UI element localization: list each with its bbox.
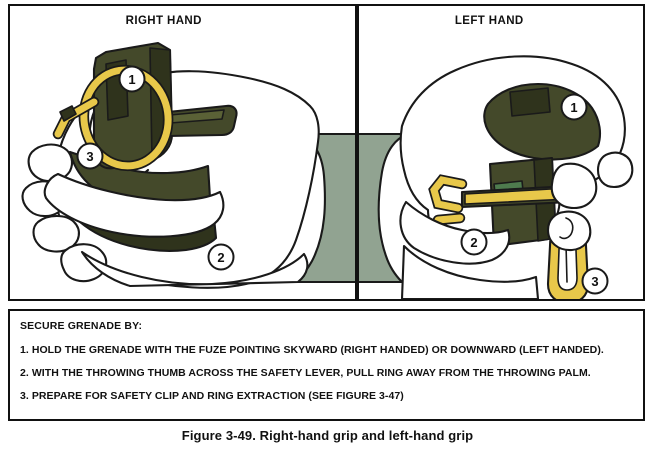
instruction-step-1: 1. HOLD THE GRENADE WITH THE FUZE POINTI…: [20, 344, 604, 356]
callout-right-2-circle: [207, 243, 235, 271]
callout-left-2-label: 2: [470, 235, 477, 250]
left-index-knuckle: [550, 162, 598, 210]
pull-ring-loop-right: [80, 66, 172, 170]
left-ring-knuckle: [596, 151, 634, 189]
instruction-step-3: 3. PREPARE FOR SAFETY CLIP AND RING EXTR…: [20, 390, 404, 402]
right-hand-illustration: [21, 41, 320, 289]
callout-right-1: 1: [118, 65, 146, 93]
callout-left-1-circle: [560, 93, 588, 121]
callout-left-3: 3: [581, 267, 609, 295]
hands-grip-illustration: .ol { stroke:#1a1a1a; stroke-width:2.1; …: [21, 41, 634, 299]
left-hand-fingers: [399, 151, 634, 299]
clip-tail-left: [434, 214, 464, 224]
callout-left-3-label: 3: [591, 274, 598, 289]
left-hand-illustration: [399, 55, 634, 299]
callout-left-1: 1: [560, 93, 588, 121]
pull-ring-right: [52, 64, 174, 172]
right-little-knuckle: [60, 243, 108, 283]
callout-left-2: 2: [460, 228, 488, 256]
callout-right-1-label: 1: [128, 72, 135, 87]
callout-left-1-label: 1: [570, 100, 577, 115]
callout-left-3-circle: [581, 267, 609, 295]
left-middle-knuckle-crease: [559, 217, 574, 240]
figure-caption: Figure 3-49. Right-hand grip and left-ha…: [181, 428, 474, 443]
safety-clip-left: [430, 176, 466, 212]
callout-right-3: 3: [76, 142, 104, 170]
instructions-heading: SECURE GRENADE BY:: [20, 320, 143, 332]
callout-right-3-label: 3: [86, 149, 93, 164]
callout-right-3-circle: [76, 142, 104, 170]
grenade-body-facet-left: [509, 87, 551, 117]
pull-pin-crimp-right: [59, 105, 77, 122]
right-hand-lower-fist: [80, 250, 309, 288]
right-hand-fingers: [21, 143, 309, 288]
right-index-knuckle: [27, 143, 74, 183]
right-hand-wrapped-fingers: [43, 172, 225, 238]
callout-right-2: 2: [207, 243, 235, 271]
left-hand-lower-palm: [400, 244, 540, 299]
panel-divider: [355, 6, 359, 299]
callout-left-2-circle: [460, 228, 488, 256]
illustration-panel: RIGHT HAND LEFT HAND .ol { stroke:#1a1a1…: [8, 4, 645, 301]
callout-right-1-circle: [118, 65, 146, 93]
instruction-step-2: 2. WITH THE THROWING THUMB ACROSS THE SA…: [20, 367, 591, 379]
callout-right-2-label: 2: [217, 250, 224, 265]
left-middle-knuckle: [546, 210, 592, 252]
instructions-panel: SECURE GRENADE BY: 1. HOLD THE GRENADE W…: [8, 309, 645, 421]
callout-group: 1 3 2 1: [76, 65, 609, 295]
